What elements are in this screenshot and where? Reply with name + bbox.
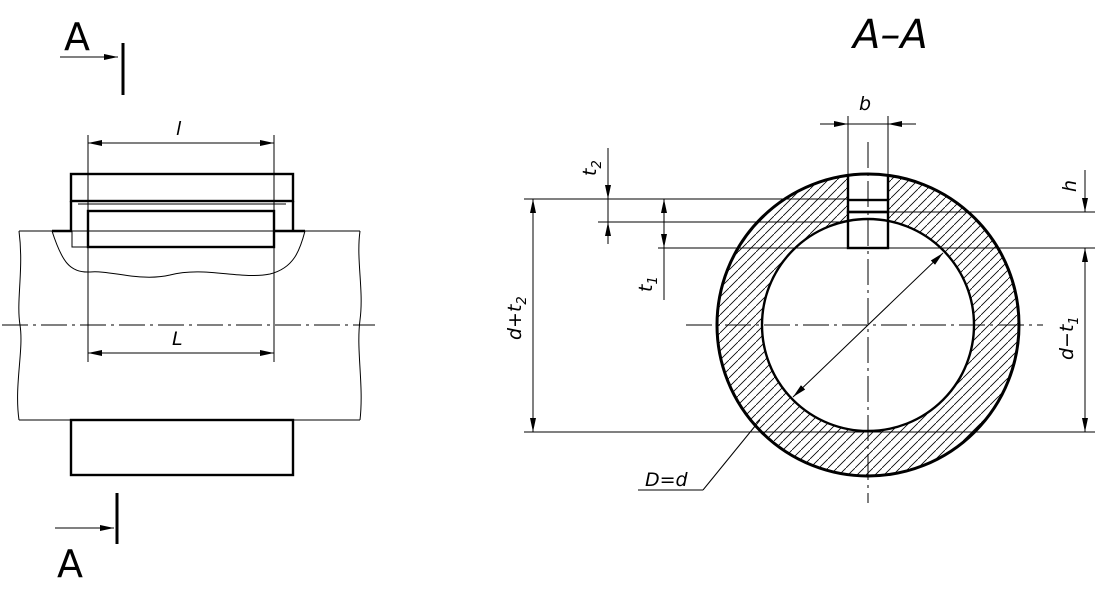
- hub-bottom-section: [69, 418, 295, 477]
- dim-label-b: b: [859, 93, 871, 115]
- svg-text:d−t1: d−t1: [1056, 316, 1082, 360]
- section-letter-bottom: A: [57, 542, 83, 586]
- shaft-keyway-section: [51, 230, 306, 278]
- dim-label-h: h: [1059, 180, 1081, 192]
- section-view: A–A b t2: [504, 12, 1095, 503]
- hub-top-section: [69, 172, 295, 203]
- dim-label-l: l: [176, 118, 182, 140]
- svg-text:t1: t1: [635, 276, 661, 292]
- dim-label-t2: t2: [579, 160, 605, 176]
- dim-label-diameter: D=d: [645, 469, 689, 491]
- dim-label-d-minus-t1: d−t1: [1056, 316, 1082, 360]
- svg-text:d+t2: d+t2: [504, 296, 530, 340]
- diameter-leader: [702, 419, 761, 491]
- dim-line-diameter: [792, 252, 944, 398]
- svg-text:t2: t2: [579, 160, 605, 176]
- key-body: [86, 209, 276, 249]
- section-title: A–A: [850, 12, 928, 58]
- dim-label-L: L: [172, 328, 183, 350]
- side-view: A A l L: [2, 15, 375, 586]
- dim-label-d-plus-t2: d+t2: [504, 296, 530, 340]
- shaft-break-right: [358, 230, 362, 421]
- section-letter-top: A: [64, 15, 90, 59]
- dim-label-t1: t1: [635, 276, 661, 292]
